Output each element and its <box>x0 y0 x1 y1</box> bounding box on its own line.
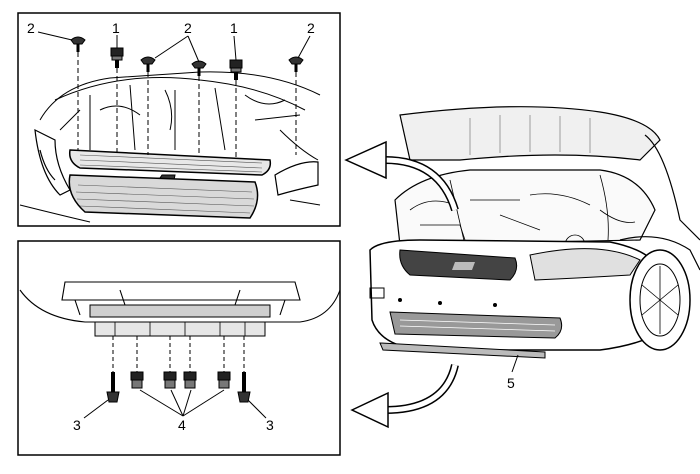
fog-lamp <box>369 287 385 299</box>
push-pin-retainer <box>140 56 156 155</box>
front-wheel <box>629 249 691 351</box>
left-headlamp <box>34 128 71 196</box>
deflector-push-pin <box>183 336 197 389</box>
curved-arrow-left-icon <box>344 140 459 212</box>
push-pin-retainer <box>288 56 304 155</box>
lower-air-deflector <box>379 342 546 359</box>
engine-bay-linework <box>39 71 321 161</box>
callout-lower-left-screw: 3 <box>73 417 81 433</box>
fastener-set-lower <box>106 336 251 403</box>
front-emblem-icon <box>452 262 475 270</box>
fastener-set-upper <box>70 36 304 158</box>
air-deflector <box>89 304 271 318</box>
callout-upper-bolt-right: 1 <box>230 20 238 36</box>
front-headlamp <box>529 248 641 281</box>
push-pin-retainer <box>70 36 86 150</box>
deflector-push-pin <box>163 336 177 389</box>
engine-bay-components <box>409 174 636 256</box>
callout-upper-left-pin: 2 <box>27 20 35 36</box>
callout-upper-center-pins: 2 <box>184 20 192 36</box>
callout-lower-pins: 4 <box>178 417 186 433</box>
deflector-push-pin <box>217 336 231 389</box>
upper-grille-panel: 2 1 2 1 2 <box>17 12 341 227</box>
front-lower-grille <box>389 311 563 339</box>
push-pin-retainer <box>191 60 207 156</box>
lower-grille <box>68 174 259 219</box>
upper-leader-lines <box>37 31 311 63</box>
lower-leader-lines <box>83 389 267 419</box>
callout-upper-bolt-left: 1 <box>112 20 120 36</box>
deflector-screw <box>106 336 120 403</box>
callout-lower-right-screw: 3 <box>266 417 274 433</box>
deflector-screw <box>237 336 251 403</box>
hood-ribs <box>469 115 591 155</box>
deflector-lower-edge <box>94 321 266 337</box>
curved-arrow-down-left-icon <box>350 363 459 429</box>
callout-air-deflector: 5 <box>507 375 515 391</box>
engine-bay <box>394 169 656 246</box>
callout-upper-right-pin: 2 <box>307 20 315 36</box>
right-headlamp <box>274 161 319 196</box>
lower-panel-frame <box>17 240 341 456</box>
deflector-ribs <box>114 322 246 336</box>
lower-deflector-panel: 3 4 3 <box>17 240 341 456</box>
deflector-push-pin <box>130 336 144 389</box>
vehicle-overview: 5 <box>369 106 700 391</box>
